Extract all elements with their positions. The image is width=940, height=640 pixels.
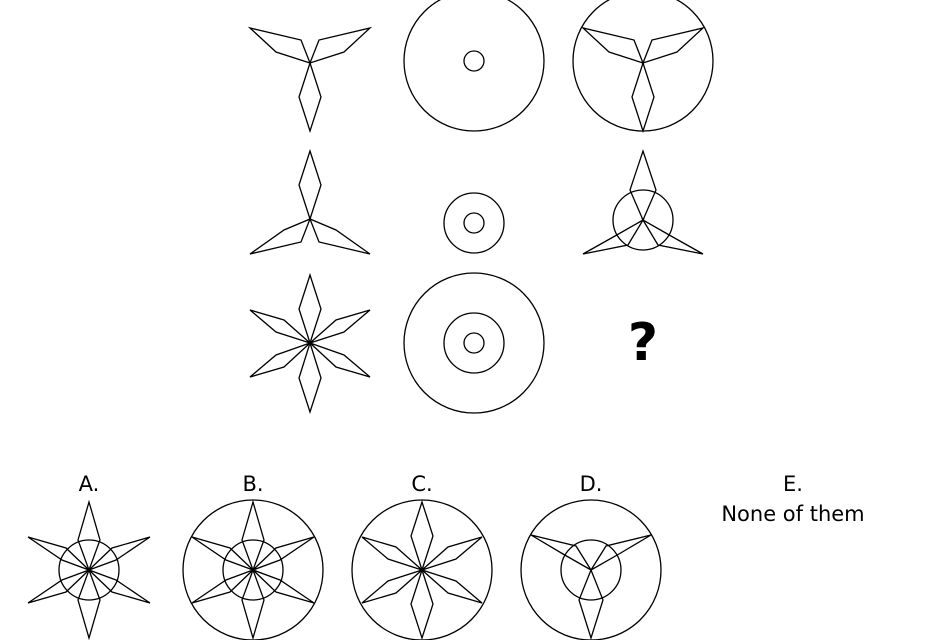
outer-circle	[403, 272, 545, 414]
matrix-cell-r1c2	[403, 0, 545, 132]
inner-small-circle	[463, 212, 485, 234]
option-d[interactable]: D.	[520, 472, 662, 640]
option-e[interactable]: E. None of them	[721, 472, 864, 526]
three-kite-star-up	[582, 148, 704, 255]
matrix-cell-r2c1	[249, 148, 371, 255]
matrix-cell-r1c3	[572, 0, 714, 134]
six-rhombus-star	[249, 272, 371, 415]
option-c-label: C.	[411, 472, 432, 496]
middle-circle	[58, 539, 120, 601]
matrix-cell-r1c1	[247, 26, 373, 134]
option-d-label: D.	[580, 472, 603, 496]
outer-circle	[572, 0, 714, 132]
question-mark: ?	[628, 313, 658, 373]
middle-circle	[612, 189, 674, 251]
option-e-text: None of them	[721, 502, 864, 526]
inner-small-circle	[463, 332, 485, 354]
option-e-label: E.	[783, 472, 803, 496]
outer-circle	[403, 0, 545, 132]
three-rhombus-star-down	[247, 26, 373, 134]
matrix-cell-r2c2	[443, 192, 505, 254]
matrix-cell-r3c3: ?	[628, 313, 658, 373]
option-c[interactable]: C.	[351, 472, 493, 640]
six-rhombus-star	[361, 499, 483, 640]
option-a[interactable]: A.	[27, 472, 151, 640]
option-b[interactable]: B.	[182, 472, 324, 640]
inner-small-circle	[463, 50, 485, 72]
three-kite-star-down	[530, 534, 652, 640]
matrix-cell-r2c3	[582, 148, 704, 255]
three-rhombus-star-down	[580, 26, 706, 134]
option-a-label: A.	[79, 472, 100, 496]
outer-circle	[520, 499, 662, 640]
middle-circle	[443, 312, 505, 374]
three-rhombus-star-up	[249, 148, 371, 255]
option-b-label: B.	[242, 472, 263, 496]
middle-circle	[222, 539, 284, 601]
matrix-cell-r3c2	[403, 272, 545, 414]
middle-circle	[443, 192, 505, 254]
matrix-cell-r3c1	[249, 272, 371, 415]
six-kite-star	[27, 499, 151, 640]
middle-circle	[560, 539, 622, 601]
six-kite-star	[191, 499, 315, 640]
